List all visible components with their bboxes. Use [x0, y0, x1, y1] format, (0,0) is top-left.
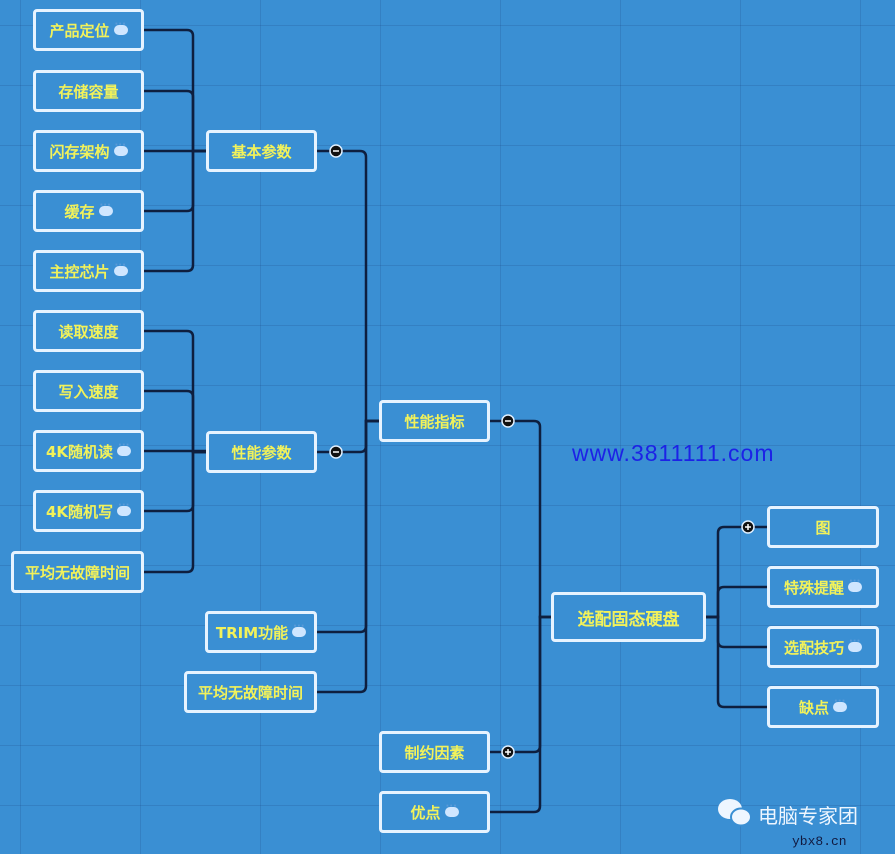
node-写入速度[interactable]: 写入速度 [33, 370, 144, 412]
comment-icon[interactable] [848, 576, 862, 592]
node-label: 存储容量 [58, 82, 119, 101]
node-优点[interactable]: 优点 [379, 791, 490, 833]
brand-name: 电脑专家团 [758, 804, 858, 828]
node-label: 性能指标 [404, 412, 465, 431]
node-存储容量[interactable]: 存储容量 [33, 70, 144, 112]
node-平均无故障时间[interactable]: 平均无故障时间 [11, 551, 144, 593]
node-闪存架构[interactable]: 闪存架构 [33, 130, 144, 172]
connector [490, 419, 551, 619]
connector [706, 585, 767, 619]
connector [317, 149, 379, 423]
connector [144, 450, 206, 574]
node-label: 基本参数 [231, 142, 292, 161]
node-label: 优点 [410, 803, 441, 822]
connector [144, 28, 206, 153]
node-基本参数[interactable]: 基本参数 [206, 130, 317, 172]
node-label: 平均无故障时间 [197, 683, 303, 702]
node-label: 闪存架构 [49, 142, 110, 161]
node-缓存[interactable]: 缓存 [33, 190, 144, 232]
watermark: www.3811111.com [572, 440, 775, 466]
comment-icon[interactable] [113, 260, 128, 276]
connector [706, 525, 767, 619]
wechat-icon [718, 799, 752, 827]
node-label: 缺点 [798, 698, 829, 717]
connector [144, 89, 206, 153]
node-label: 4K随机写 [45, 502, 114, 521]
node-label: 制约因素 [404, 743, 465, 762]
connector [317, 419, 379, 694]
expand-icon[interactable] [741, 520, 755, 534]
connector [144, 149, 206, 273]
connector [706, 615, 767, 709]
node-性能参数[interactable]: 性能参数 [206, 431, 317, 473]
node-特殊提醒[interactable]: 特殊提醒 [767, 566, 879, 608]
root-node[interactable]: 选配固态硬盘 [551, 592, 706, 642]
comment-icon[interactable] [98, 200, 113, 216]
node-选配技巧[interactable]: 选配技巧 [767, 626, 879, 668]
site-watermark: ybx8.cn [792, 834, 847, 849]
comment-icon[interactable] [117, 440, 132, 456]
node-平均无故障时间[interactable]: 平均无故障时间 [184, 671, 317, 713]
connector [706, 615, 767, 649]
collapse-icon[interactable] [329, 445, 343, 459]
node-TRIM功能[interactable]: TRIM功能 [205, 611, 317, 653]
connector [317, 419, 379, 454]
collapse-icon[interactable] [501, 414, 515, 428]
node-label: 图 [815, 518, 831, 537]
comment-icon[interactable] [848, 636, 862, 652]
connector [490, 615, 551, 754]
node-label: 读取速度 [58, 322, 119, 341]
node-主控芯片[interactable]: 主控芯片 [33, 250, 144, 292]
node-产品定位[interactable]: 产品定位 [33, 9, 144, 51]
node-label: 特殊提醒 [783, 578, 844, 597]
node-4K随机读[interactable]: 4K随机读 [33, 430, 144, 472]
node-label: 性能参数 [231, 443, 292, 462]
node-label: 4K随机读 [45, 442, 114, 461]
node-图[interactable]: 图 [767, 506, 879, 548]
node-label: 主控芯片 [49, 262, 110, 281]
node-label: 平均无故障时间 [24, 563, 130, 582]
comment-icon[interactable] [117, 500, 132, 516]
node-label: 产品定位 [49, 21, 110, 40]
connector [144, 149, 206, 213]
comment-icon[interactable] [113, 19, 128, 35]
node-制约因素[interactable]: 制约因素 [379, 731, 490, 773]
comment-icon[interactable] [292, 621, 307, 637]
expand-icon[interactable] [501, 745, 515, 759]
node-label: TRIM功能 [215, 623, 289, 642]
connector [144, 389, 206, 454]
node-性能指标[interactable]: 性能指标 [379, 400, 490, 442]
node-label: 缓存 [64, 202, 95, 221]
node-读取速度[interactable]: 读取速度 [33, 310, 144, 352]
connector [490, 615, 551, 814]
connector [144, 329, 206, 454]
comment-icon[interactable] [444, 801, 459, 817]
collapse-icon[interactable] [329, 144, 343, 158]
node-4K随机写[interactable]: 4K随机写 [33, 490, 144, 532]
comment-icon[interactable] [113, 140, 128, 156]
comment-icon[interactable] [833, 696, 847, 712]
node-label: 选配技巧 [783, 638, 844, 657]
connector [144, 450, 206, 513]
node-label: 选配固态硬盘 [577, 609, 680, 630]
node-label: 写入速度 [58, 382, 119, 401]
node-缺点[interactable]: 缺点 [767, 686, 879, 728]
